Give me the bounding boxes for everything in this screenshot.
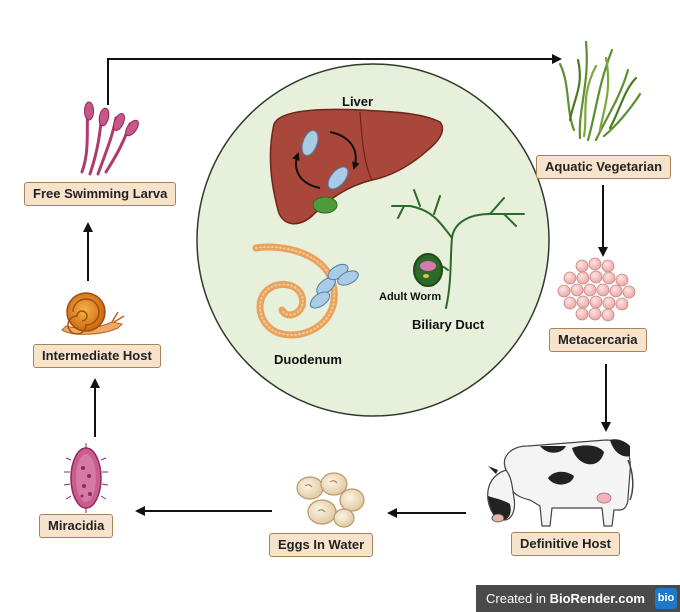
vegetation-icon	[558, 40, 642, 142]
stage-definitive-host: Definitive Host	[511, 532, 621, 556]
stage-aquatic-vegetarian: Aquatic Vegetarian	[536, 155, 672, 179]
cow-icon	[487, 439, 634, 527]
label-duodenum: Duodenum	[274, 352, 342, 367]
snail-icon	[61, 292, 125, 335]
miracidium-icon	[63, 443, 109, 513]
credit-text: Created in BioRender.com	[486, 591, 645, 606]
biorender-logo-icon: bio	[655, 588, 677, 609]
label-liver: Liver	[342, 94, 374, 109]
larva-icon	[80, 101, 139, 176]
cycle-arrow-icon	[292, 131, 360, 189]
metacercaria-cluster-icon	[557, 257, 636, 322]
duodenum-icon	[252, 243, 359, 339]
label-adult-worm: Adult Worm	[379, 291, 442, 303]
stage-metacercaria: Metacercaria	[549, 328, 647, 352]
stage-miracidia: Miracidia	[39, 514, 114, 538]
biorender-credit[interactable]: Created in BioRender.com bio	[476, 585, 680, 612]
arrow-larva-to-vegetation	[107, 54, 562, 105]
stage-intermediate-host: Intermediate Host	[33, 344, 161, 368]
stage-free-swimming-larva: Free Swimming Larva	[24, 182, 177, 206]
label-biliary-duct: Biliary Duct	[412, 317, 485, 332]
biliary-duct-icon	[391, 189, 525, 309]
stage-eggs-in-water: Eggs In Water	[269, 533, 374, 557]
eggs-icon	[296, 472, 365, 528]
